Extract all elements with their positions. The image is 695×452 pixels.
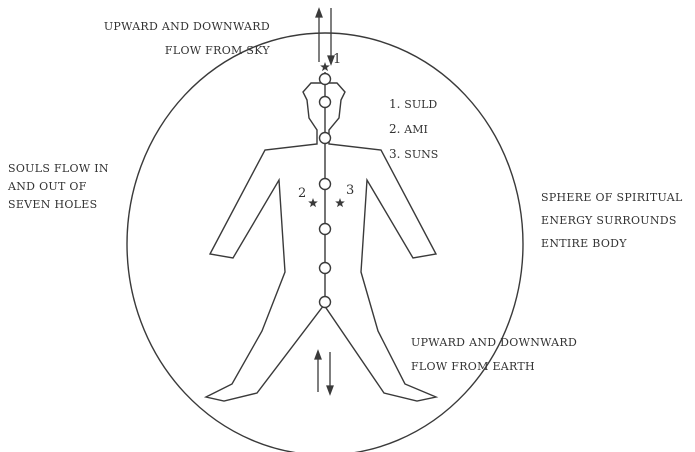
legend-name: SUNS [404, 148, 438, 161]
earth-flow-arrows [315, 351, 333, 394]
souls-flow-label: SOULS FLOW IN AND OUT OF SEVEN HOLES [8, 160, 109, 214]
earth-down-arrowhead [327, 386, 333, 394]
earth-flow-label-line-2: FLOW FROM EARTH [411, 355, 577, 379]
legend-number: 3. [389, 147, 400, 161]
left-chest-star-number: 2 [298, 186, 306, 201]
souls-flow-label-line-2: AND OUT OF [8, 178, 109, 196]
hole-7 [320, 297, 331, 308]
legend-item-suns: 3. SUNS [389, 142, 438, 167]
sky-flow-label-line-2: FLOW FROM SKY [104, 42, 270, 60]
legend-number: 1. [389, 97, 400, 111]
hole-2 [320, 97, 331, 108]
souls-flow-label-line-1: SOULS FLOW IN [8, 160, 109, 178]
sky-up-arrowhead [316, 9, 322, 17]
earth-up-arrowhead [315, 351, 321, 359]
sphere-label-line-1: SPHERE OF SPIRITUAL [541, 186, 683, 209]
earth-flow-label-line-1: UPWARD AND DOWNWARD [411, 331, 577, 355]
left-chest-star [308, 198, 318, 207]
hole-4 [320, 179, 331, 190]
souls-flow-label-line-3: SEVEN HOLES [8, 196, 109, 214]
legend: 1. SULD 2. AMI 3. SUNS [389, 92, 438, 167]
sphere-label-line-3: ENTIRE BODY [541, 232, 683, 255]
sky-flow-label-line-1: UPWARD AND DOWNWARD [104, 18, 270, 36]
hole-6 [320, 263, 331, 274]
legend-name: AMI [404, 123, 428, 136]
legend-item-suld: 1. SULD [389, 92, 438, 117]
sphere-label-line-2: ENERGY SURROUNDS [541, 209, 683, 232]
sky-flow-arrows [316, 8, 334, 64]
sphere-label: SPHERE OF SPIRITUAL ENERGY SURROUNDS ENT… [541, 186, 683, 255]
legend-name: SULD [404, 98, 437, 111]
crown-star [320, 62, 330, 71]
crown-star-number: 1 [333, 52, 341, 67]
hole-1 [320, 74, 331, 85]
right-chest-star-number: 3 [346, 183, 354, 198]
legend-number: 2. [389, 122, 400, 136]
legend-item-ami: 2. AMI [389, 117, 438, 142]
right-chest-star [335, 198, 345, 207]
hole-3 [320, 133, 331, 144]
earth-flow-label: UPWARD AND DOWNWARD FLOW FROM EARTH [411, 331, 577, 379]
hole-5 [320, 224, 331, 235]
sky-flow-label: UPWARD AND DOWNWARD FLOW FROM SKY [104, 18, 270, 60]
